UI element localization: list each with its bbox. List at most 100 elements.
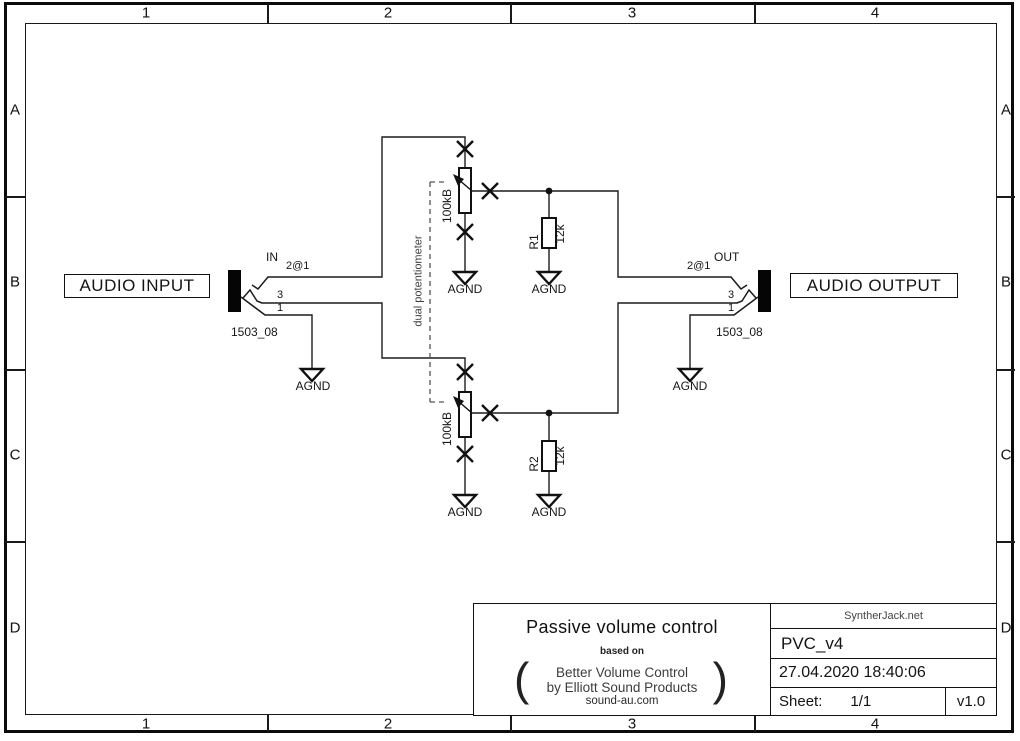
- jack-body-bar: [228, 270, 241, 312]
- agnd-label: AGND: [672, 379, 708, 393]
- frame-tick: [754, 715, 756, 732]
- agnd-label: AGND: [447, 505, 483, 519]
- wire-input-tip-net: [267, 136, 466, 278]
- pot-wiper-arrow-icon: [453, 396, 464, 408]
- source-line2: by Elliott Sound Products: [546, 680, 698, 695]
- schematic-title: Passive volume control: [526, 617, 718, 637]
- jack-sleeve-contact: [733, 296, 759, 316]
- frame-tick: [997, 541, 1015, 543]
- frame-column-label: 3: [627, 4, 637, 22]
- source-site: sound-au.com: [585, 695, 659, 707]
- titleblock-date-cell: 27.04.2020 18:40:06: [770, 658, 997, 688]
- frame-row-label: C: [9, 446, 21, 464]
- wire-wiper1-to-output: [471, 190, 732, 278]
- gang-label: dual potentiometer: [412, 235, 425, 327]
- input-pin3-label: 3: [277, 289, 284, 301]
- titleblock-doc-cell: PVC_v4: [770, 628, 997, 659]
- r1-ref-label: R1: [527, 234, 541, 250]
- input-pin2-label: 2@1: [286, 260, 310, 272]
- pot-body: [458, 391, 472, 438]
- agnd-triangle-icon: [451, 493, 479, 509]
- no-connect-x-icon: [456, 363, 474, 381]
- r1-value-label: 12k: [553, 224, 567, 244]
- frame-tick: [510, 715, 512, 732]
- output-pin1-label: 1: [728, 302, 735, 314]
- jack-sleeve-contact: [240, 296, 266, 316]
- frame-tick: [510, 4, 512, 23]
- titleblock-org-cell: SyntherJack.net: [770, 603, 997, 629]
- wire-output-sleeve-gnd: [689, 314, 735, 370]
- frame-row-label: B: [1000, 273, 1012, 291]
- audio-input-port-box: AUDIO INPUT: [64, 274, 210, 298]
- agnd-triangle-icon: [535, 270, 563, 286]
- frame-row-label: C: [1000, 446, 1012, 464]
- no-connect-x-icon: [456, 445, 474, 463]
- agnd-label: AGND: [531, 505, 567, 519]
- wires: [261, 136, 738, 496]
- frame-column-label: 2: [383, 4, 393, 22]
- source-line1: Better Volume Control: [555, 665, 689, 680]
- pot-body: [458, 167, 472, 214]
- frame-row-label: D: [1000, 619, 1012, 637]
- potentiometer2-symbol: [453, 391, 473, 438]
- no-connect-x-icon: [456, 140, 474, 158]
- frame-row-label: A: [1000, 101, 1012, 119]
- paren-close: ): [712, 653, 728, 705]
- input-jack-symbol: [228, 270, 269, 316]
- r2-value-label: 12k: [553, 446, 567, 466]
- resistor-r2-symbol: [541, 440, 557, 472]
- jack-body-bar: [758, 270, 771, 312]
- junction-dot: [545, 187, 553, 195]
- agnd-label: AGND: [295, 379, 331, 393]
- frame-column-label: 4: [870, 715, 880, 733]
- agnd-label: AGND: [447, 282, 483, 296]
- frame-row-label: D: [9, 619, 21, 637]
- agnd-triangle-icon: [676, 367, 704, 383]
- frame-tick: [997, 369, 1015, 371]
- agnd-triangle-icon: [535, 493, 563, 509]
- frame-column-label: 4: [870, 4, 880, 22]
- no-connect-x-icon: [481, 404, 499, 422]
- output-jack-symbol: [730, 270, 771, 316]
- agnd-symbols: [298, 270, 704, 509]
- no-connect-x-icon: [481, 182, 499, 200]
- titleblock-title-cell: Passive volume control based on ( ) Bett…: [473, 603, 771, 716]
- frame-column-label: 1: [141, 715, 151, 733]
- sheet-value: 1/1: [850, 693, 872, 710]
- no-connect-x-marks: [456, 140, 499, 463]
- audio-output-port-box: AUDIO OUTPUT: [790, 273, 958, 298]
- frame-tick: [5, 196, 25, 198]
- pot1-value-label: 100kB: [440, 188, 454, 224]
- output-pin3-label: 3: [728, 289, 735, 301]
- resistor-r1-symbol: [541, 217, 557, 249]
- no-connect-x-icon: [456, 223, 474, 241]
- agnd-label: AGND: [531, 282, 567, 296]
- jack-tip-contact: [251, 276, 269, 290]
- frame-tick: [5, 541, 25, 543]
- jack-tip-contact: [730, 276, 748, 290]
- input-pin1-label: 1: [277, 302, 284, 314]
- titleblock-sheet-cell: Sheet: 1/1: [770, 687, 947, 716]
- paren-open: (: [514, 653, 530, 705]
- jack-ring-contact: [736, 288, 757, 304]
- input-part-number: 1503_08: [231, 325, 278, 339]
- junction-dot: [545, 409, 553, 417]
- wire-input-sleeve-gnd: [264, 314, 313, 370]
- r2-ref-label: R2: [527, 456, 541, 472]
- frame-column-label: 3: [627, 715, 637, 733]
- frame-column-label: 1: [141, 4, 151, 22]
- sheet-label: Sheet:: [779, 693, 823, 710]
- sheet-outer-border: [4, 2, 1014, 733]
- frame-row-label: A: [9, 101, 21, 119]
- agnd-triangle-icon: [451, 270, 479, 286]
- output-pin2-label: 2@1: [687, 260, 711, 272]
- frame-tick: [997, 196, 1015, 198]
- agnd-triangle-icon: [298, 367, 326, 383]
- frame-tick: [267, 4, 269, 23]
- potentiometer1-symbol: [453, 167, 473, 214]
- frame-tick: [267, 715, 269, 732]
- pot2-value-label: 100kB: [440, 411, 454, 447]
- frame-tick: [5, 369, 25, 371]
- wire-input-ring-net: [261, 302, 466, 393]
- wire-wiper2-to-output: [471, 302, 738, 414]
